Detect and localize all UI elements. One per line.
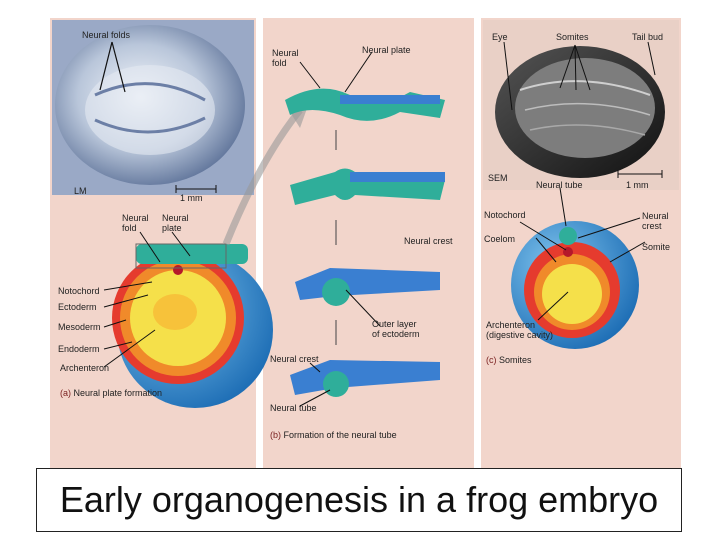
- label-b-neural-fold: Neural fold: [272, 48, 299, 68]
- caption-a: (a) Neural plate formation: [60, 388, 162, 398]
- label-c-tail-bud: Tail bud: [632, 32, 664, 42]
- sem-micrograph: [483, 20, 679, 190]
- neural-folds-pointers: [99, 41, 126, 93]
- label-b-neural-tube: Neural tube: [270, 403, 317, 413]
- panel-b-stage-1: [285, 88, 445, 121]
- panel-c-embryo-section: [511, 221, 639, 349]
- label-b-neural-crest-2: Neural crest: [270, 354, 319, 364]
- sem-scale-bar: [617, 170, 663, 178]
- lm-scale-bar: [175, 185, 217, 193]
- caption-c: (c) Somites: [486, 355, 532, 365]
- panel-b-stage-3: [295, 268, 440, 306]
- panel-b-pointers: [299, 51, 381, 407]
- label-c-somite: Somite: [642, 242, 671, 252]
- label-c-notochord: Notochord: [484, 210, 526, 220]
- lm-micrograph: [52, 20, 254, 195]
- panel-a-embryo-section: [112, 244, 273, 408]
- label-c-neural-crest: Neural crest: [642, 211, 669, 231]
- label-lm: LM: [74, 186, 87, 196]
- caption-b-text: Formation of the neural tube: [283, 430, 397, 440]
- caption-a-letter: (a): [60, 388, 71, 398]
- label-b-neural-crest-1: Neural crest: [404, 236, 453, 246]
- panel-b-stage-2: [290, 168, 445, 205]
- label-c-archenteron: Archenteron (digestive cavity): [486, 320, 554, 340]
- label-lm-scale: 1 mm: [180, 193, 203, 203]
- caption-c-letter: (c): [486, 355, 497, 365]
- label-b-outer-layer: Outer layer of ectoderm: [372, 319, 420, 339]
- title-box: Early organogenesis in a frog embryo: [36, 468, 682, 532]
- label-a-ectoderm: Ectoderm: [58, 302, 97, 312]
- label-a-neural-plate: Neural plate: [162, 213, 189, 233]
- panel-a-pointers: [103, 231, 191, 368]
- magnify-arrow: [222, 107, 303, 246]
- label-c-coelom: Coelom: [484, 234, 516, 244]
- label-b-neural-plate: Neural plate: [362, 45, 411, 55]
- label-a-mesoderm: Mesoderm: [58, 322, 101, 332]
- caption-b: (b) Formation of the neural tube: [270, 430, 397, 440]
- label-c-somites: Somites: [556, 32, 589, 42]
- caption-a-text: Neural plate formation: [73, 388, 163, 398]
- label-c-neural-tube: Neural tube: [536, 180, 583, 190]
- caption-b-letter: (b): [270, 430, 281, 440]
- panel-c-top-pointers: [503, 41, 656, 111]
- caption-c-text: Somites: [499, 355, 532, 365]
- label-a-notochord: Notochord: [58, 286, 100, 296]
- label-c-sem: SEM: [488, 173, 508, 183]
- label-a-archenteron: Archenteron: [60, 363, 110, 373]
- slide-title: Early organogenesis in a frog embryo: [59, 479, 659, 520]
- label-neural-folds: Neural folds: [82, 30, 131, 40]
- label-a-endoderm: Endoderm: [58, 344, 100, 354]
- label-a-neural-fold: Neural fold: [122, 213, 149, 233]
- label-c-eye: Eye: [492, 32, 508, 42]
- panel-c-pointers: [519, 187, 646, 321]
- label-c-scale: 1 mm: [626, 180, 649, 190]
